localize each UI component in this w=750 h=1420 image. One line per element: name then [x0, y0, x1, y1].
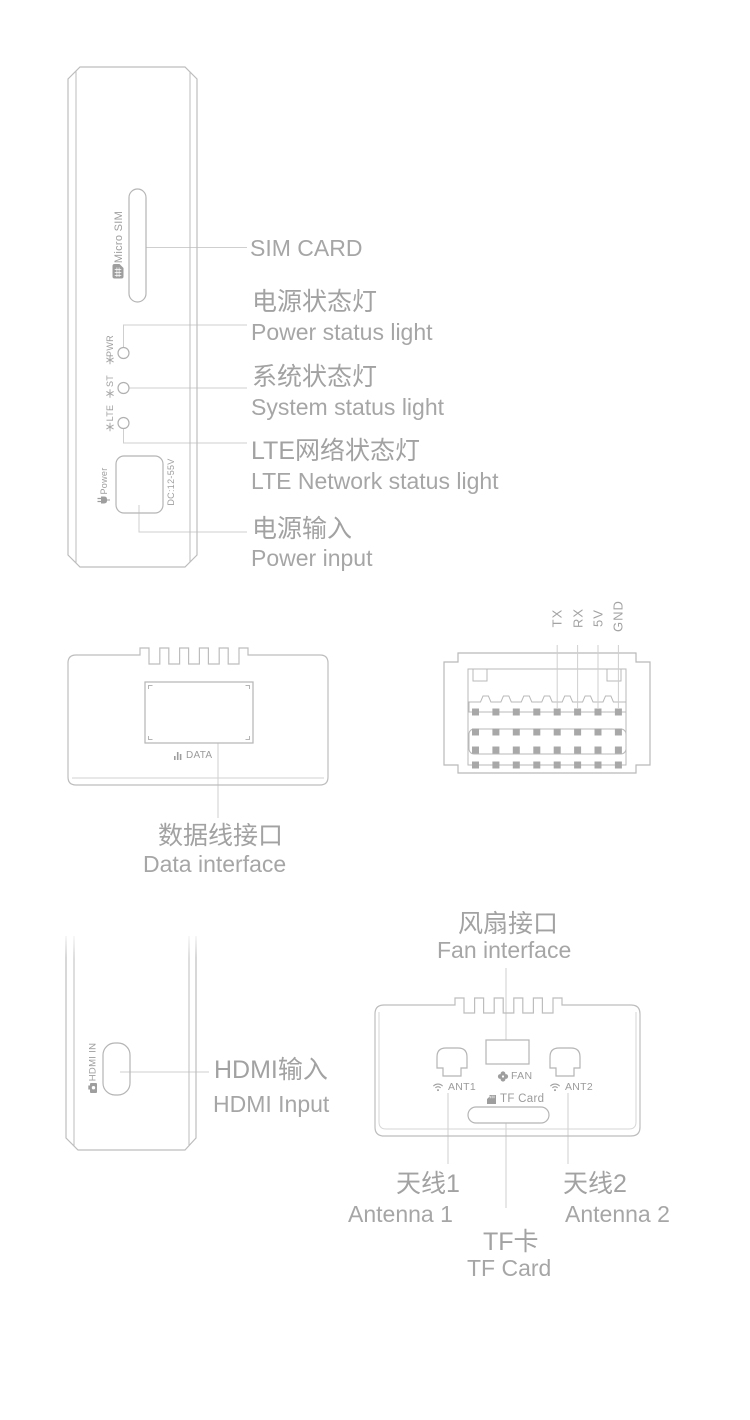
- power-port-label: Power: [99, 467, 109, 495]
- data-port-corner-marks: [148, 685, 250, 740]
- bottom-view-body: [374, 997, 641, 1137]
- hdmi-view-facet-lines: [73, 936, 190, 1146]
- data-view-body: [67, 647, 329, 786]
- tf-slot-label: TF Card: [500, 1093, 545, 1105]
- bottom-view-device: [374, 997, 641, 1137]
- data-view-device: [67, 647, 329, 786]
- power-input-callout-en: Power input: [251, 545, 373, 571]
- side-view-body: [67, 66, 198, 568]
- data-bars-icon: [174, 752, 182, 760]
- fan-interface-callout-en: Fan interface: [437, 937, 572, 963]
- pin-label-tx: TX: [549, 608, 565, 628]
- tf-card-callout-en: TF Card: [467, 1255, 552, 1281]
- power-input-callout-line: [138, 505, 247, 533]
- pin-row-2: [472, 728, 622, 736]
- fan-port-label: FAN: [511, 1070, 533, 1082]
- ant2-connector: [549, 1047, 581, 1077]
- power-port-spec-label: DC:12-55V: [166, 458, 176, 506]
- tf-card-icon: [487, 1095, 496, 1104]
- antenna1-callout-zh: 天线1: [396, 1170, 460, 1198]
- ant1-wifi-icon: [432, 1083, 444, 1092]
- power-port: [115, 455, 164, 514]
- system-led-callout-zh: 系统状态灯: [252, 363, 378, 391]
- lte-led: [117, 416, 130, 430]
- data-port: [144, 681, 254, 744]
- tf-card-callout-zh: TF卡: [483, 1228, 539, 1256]
- pin-label-gnd: GND: [610, 600, 626, 632]
- pin-label-rx: RX: [570, 607, 585, 629]
- hdmi-view-body: [65, 936, 197, 1151]
- data-interface-callout-zh: 数据线接口: [158, 822, 284, 850]
- hdmi-port-label: HDMI IN: [87, 1042, 99, 1082]
- bottom-view-inner-lip: [378, 1012, 637, 1130]
- ant1-label: ANT1: [448, 1081, 477, 1093]
- ant1-connector: [436, 1047, 468, 1077]
- pin-row-3: [472, 746, 622, 754]
- pinout-connector: [443, 652, 651, 774]
- sim-card-callout-en: SIM CARD: [250, 235, 363, 261]
- side-view-facet-lines: [75, 70, 191, 564]
- st-led-label: ST: [105, 374, 115, 388]
- tf-card-slot: [467, 1106, 550, 1124]
- ant2-label: ANT2: [565, 1081, 594, 1093]
- power-led-callout-line: [123, 324, 247, 347]
- pin-label-5v: 5V: [590, 609, 606, 627]
- lte-led-label: LTE: [105, 404, 115, 422]
- sim-slot-label: Micro SIM: [113, 210, 125, 264]
- system-led-callout-en: System status light: [251, 394, 445, 420]
- ant2-wifi-icon: [549, 1083, 561, 1092]
- camera-icon: [88, 1083, 97, 1093]
- lte-led-callout-zh: LTE网络状态灯: [251, 437, 420, 465]
- antenna1-callout-en: Antenna 1: [348, 1201, 453, 1227]
- pinout-top-pin-strip: [468, 695, 627, 713]
- hdmi-port: [102, 1042, 131, 1096]
- power-plug-icon: [97, 496, 110, 504]
- side-view-device: [67, 66, 198, 568]
- antenna2-callout-en: Antenna 2: [565, 1201, 670, 1227]
- hdmi-input-callout-en: HDMI Input: [213, 1091, 330, 1117]
- pwr-led-star-icon: [105, 355, 115, 365]
- pinout-keying-notches: [472, 669, 622, 682]
- pwr-led-label: PWR: [105, 335, 115, 357]
- pin-leader-lines: [556, 645, 619, 708]
- pwr-led: [117, 346, 130, 360]
- sim-card-icon: [112, 264, 124, 279]
- data-interface-callout-en: Data interface: [143, 851, 287, 877]
- pinout-middle-band: [468, 728, 627, 755]
- power-led-callout-zh: 电源状态灯: [252, 288, 378, 316]
- sim-slot: [128, 188, 147, 303]
- lte-led-callout-en: LTE Network status light: [251, 468, 499, 494]
- fan-interface-callout-zh: 风扇接口: [458, 910, 559, 938]
- callout-lines: [120, 247, 569, 1208]
- lte-led-callout-line: [123, 429, 247, 444]
- pinout-inner-shell: [467, 668, 627, 766]
- data-port-label: DATA: [186, 750, 213, 761]
- antenna2-callout-zh: 天线2: [563, 1170, 627, 1198]
- pinout-outer-shell: [443, 652, 651, 774]
- power-led-callout-en: Power status light: [251, 319, 433, 345]
- hdmi-view-device: [65, 936, 197, 1151]
- st-led-star-icon: [105, 388, 115, 399]
- hdmi-input-callout-zh: HDMI输入: [214, 1056, 328, 1084]
- lte-led-star-icon: [105, 422, 115, 432]
- fan-port: [485, 1039, 530, 1065]
- power-input-callout-zh: 电源输入: [252, 515, 353, 543]
- hdmi-view-fade: [58, 930, 204, 958]
- st-led: [117, 381, 130, 395]
- fan-icon: [497, 1071, 509, 1082]
